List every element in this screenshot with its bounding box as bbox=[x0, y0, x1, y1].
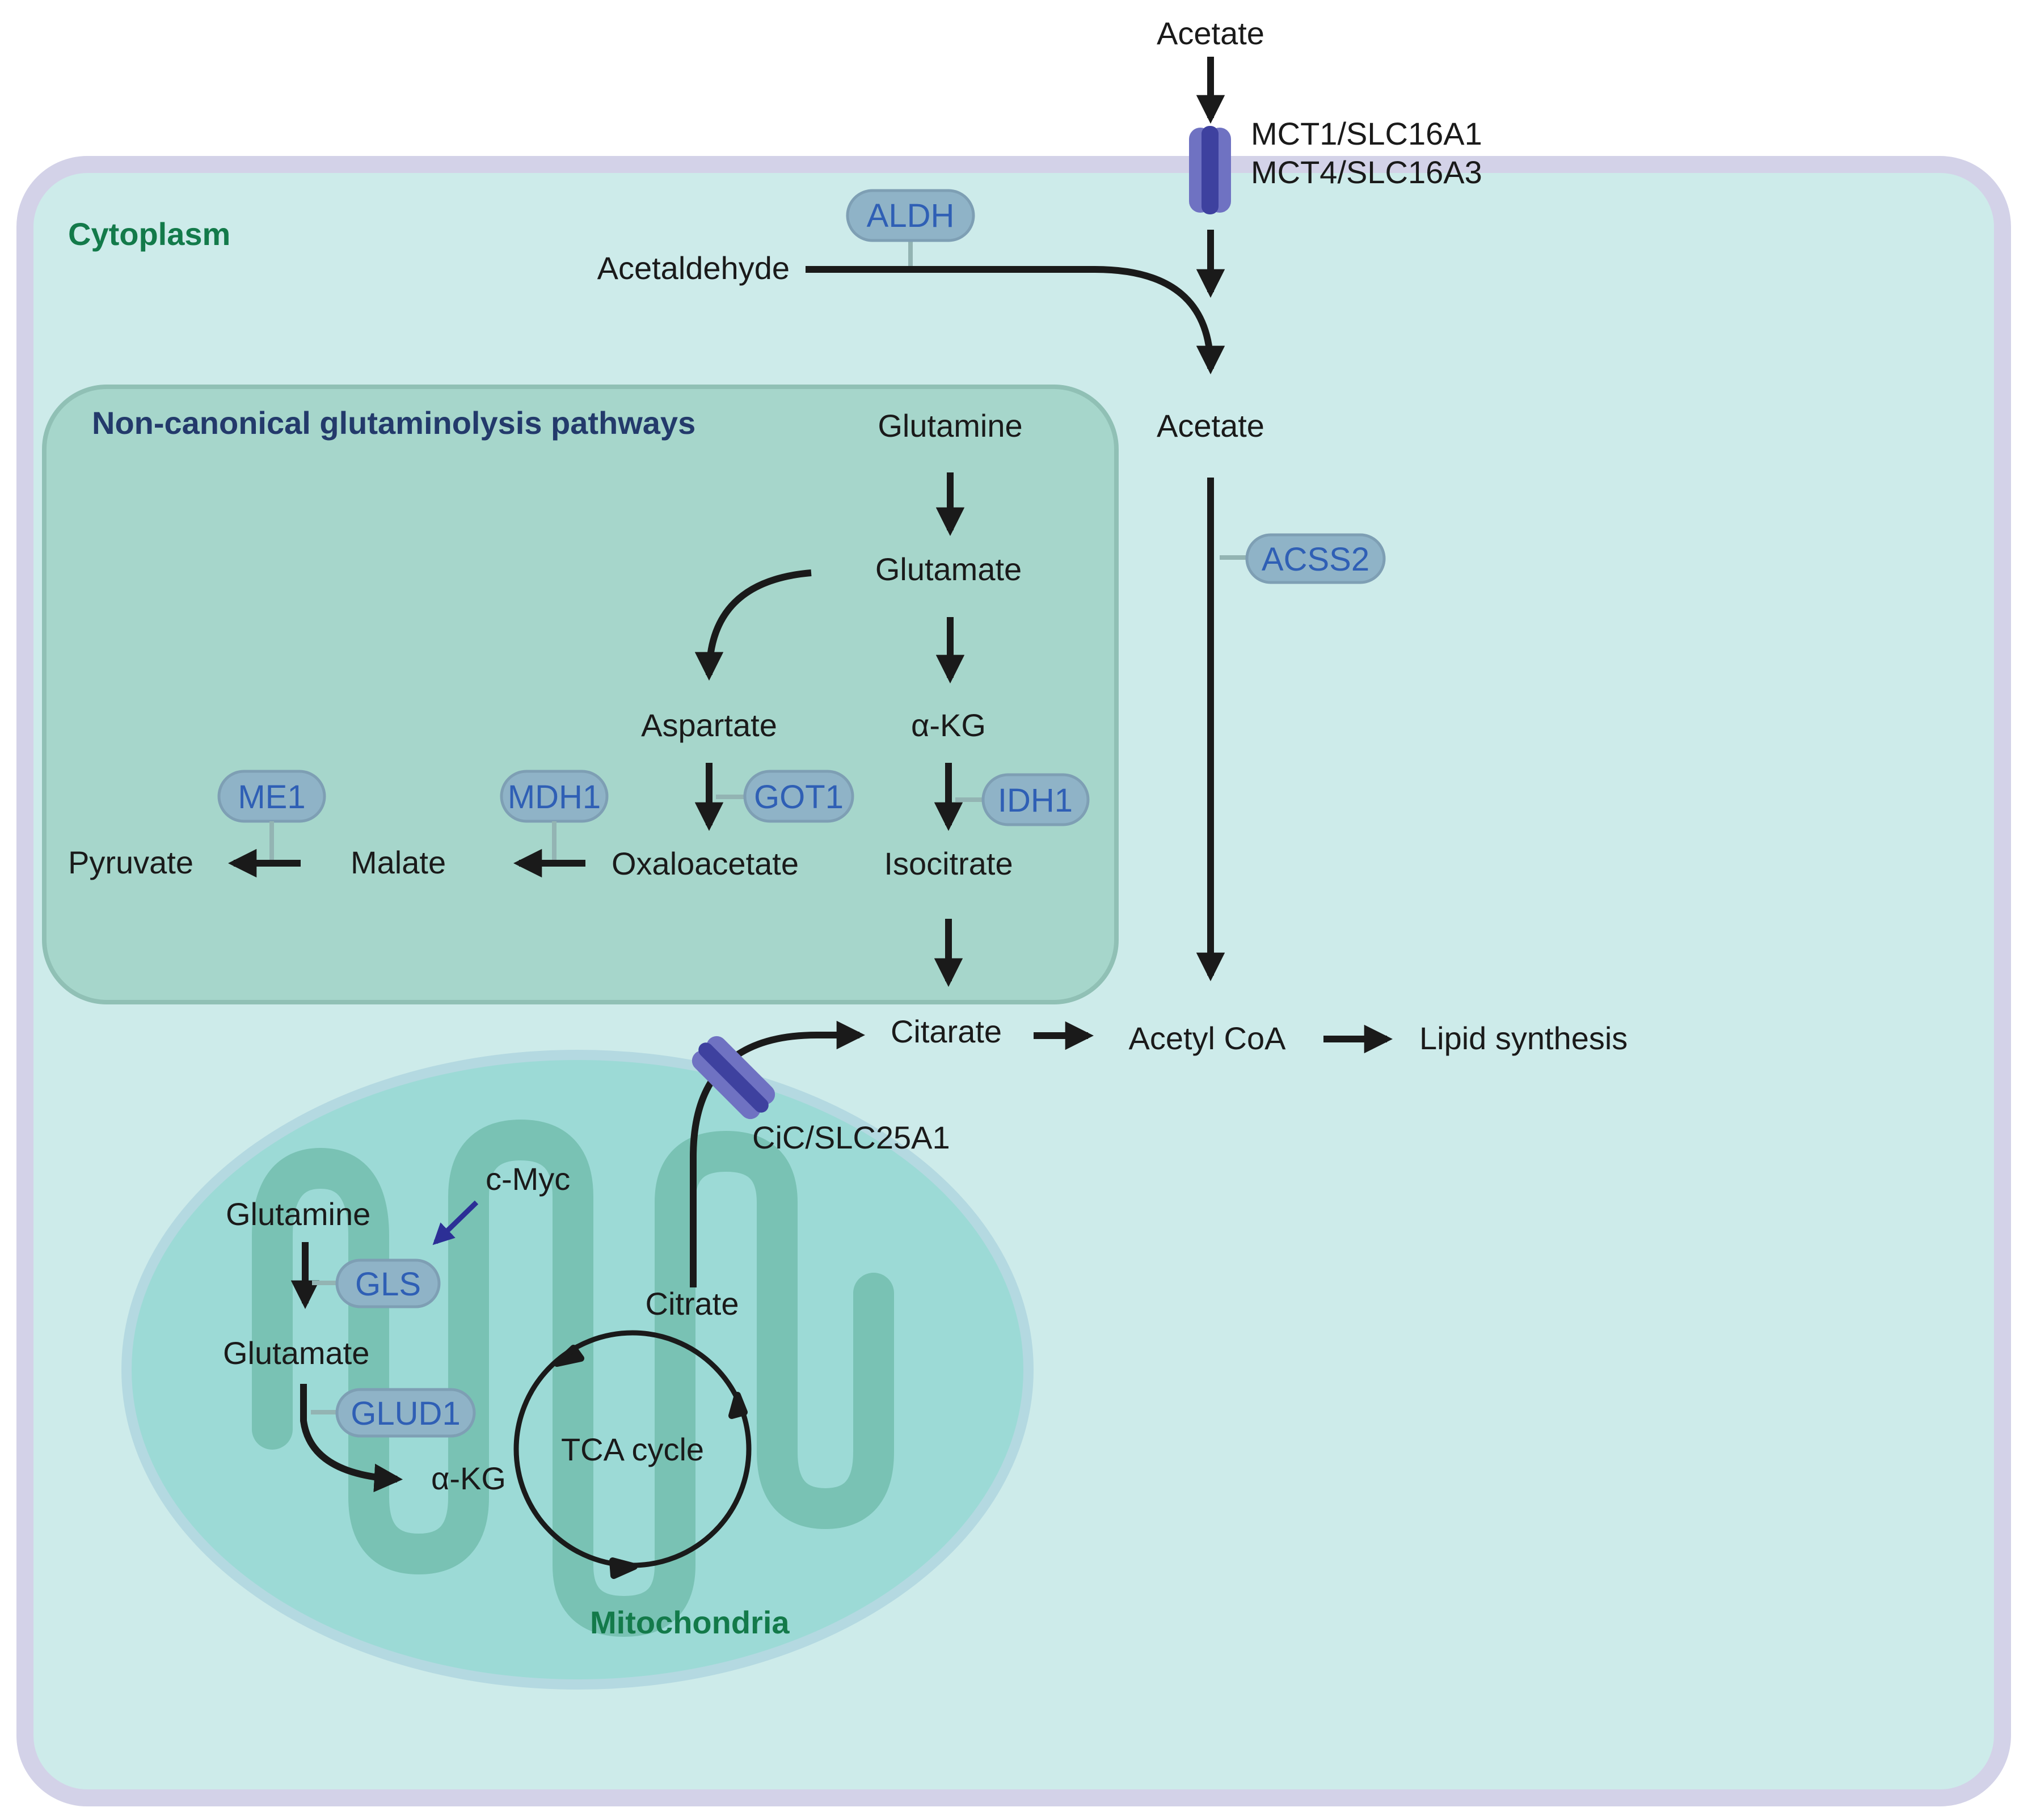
tca-arrowhead-bottom bbox=[609, 1557, 638, 1579]
oxaloacetate: Oxaloacetate bbox=[612, 846, 799, 881]
acss2-label: ACSS2 bbox=[1262, 541, 1369, 578]
glutamine-cytosol: Glutamine bbox=[878, 408, 1022, 444]
cmyc: c-Myc bbox=[486, 1161, 570, 1197]
tca-arrowhead-right bbox=[728, 1392, 748, 1419]
arrow-glutamate-to-akg-mito bbox=[300, 1384, 403, 1493]
glutamate-mito: Glutamate bbox=[223, 1335, 369, 1371]
got1-label: GOT1 bbox=[754, 779, 844, 816]
acetyl-coa: Acetyl CoA bbox=[1129, 1020, 1287, 1056]
pathway-box-title: Non-canonical glutaminolysis pathways bbox=[92, 405, 695, 441]
got1-enzyme bbox=[743, 770, 854, 823]
tca-arrowhead-top bbox=[554, 1345, 584, 1367]
cytoplasm-label: Cytoplasm bbox=[68, 216, 230, 252]
gls-enzyme bbox=[335, 1259, 441, 1308]
isocitrate: Isocitrate bbox=[884, 846, 1013, 881]
mdh1-label: MDH1 bbox=[508, 779, 601, 816]
acetate-cytosol: Acetate bbox=[1157, 408, 1264, 444]
mct-transporter bbox=[1189, 126, 1231, 214]
me1-label: ME1 bbox=[238, 779, 305, 816]
arrow-acetaldehyde-to-acetate bbox=[806, 266, 1225, 375]
akg-cytosol: α-KG bbox=[911, 707, 986, 743]
malate: Malate bbox=[351, 844, 446, 880]
acss2-enzyme bbox=[1245, 533, 1386, 584]
mct-label-2: MCT4/SLC16A3 bbox=[1251, 154, 1482, 190]
tca-cycle-label: TCA cycle bbox=[561, 1431, 704, 1467]
arrow-cmyc-to-gls bbox=[432, 1200, 479, 1245]
arrow-glutamate-to-aspartate bbox=[694, 569, 812, 681]
glutamine-mito: Glutamine bbox=[226, 1196, 370, 1232]
pyruvate: Pyruvate bbox=[68, 844, 193, 880]
mct-label-1: MCT1/SLC16A1 bbox=[1251, 116, 1482, 151]
gls-label: GLS bbox=[355, 1266, 421, 1303]
citrate-mito: Citrate bbox=[646, 1286, 739, 1321]
lipid-synthesis: Lipid synthesis bbox=[1419, 1020, 1628, 1056]
aldh-label: ALDH bbox=[867, 197, 955, 234]
idh1-enzyme bbox=[981, 773, 1090, 826]
acetate-extracellular: Acetate bbox=[1157, 15, 1264, 51]
cic-label: CiC/SLC25A1 bbox=[752, 1120, 950, 1155]
mitochondria-cristae bbox=[252, 1120, 894, 1637]
cic-transporter bbox=[692, 1036, 775, 1120]
pathway-box bbox=[42, 385, 1119, 1004]
mitochondria-label: Mitochondria bbox=[590, 1604, 790, 1640]
acetaldehyde: Acetaldehyde bbox=[597, 250, 790, 286]
aspartate: Aspartate bbox=[641, 707, 777, 743]
citarate: Citarate bbox=[891, 1014, 1002, 1049]
akg-mito: α-KG bbox=[431, 1460, 506, 1496]
glud1-enzyme bbox=[335, 1388, 476, 1438]
glud1-label: GLUD1 bbox=[351, 1395, 460, 1432]
idh1-label: IDH1 bbox=[998, 782, 1073, 819]
glutamate-cytosol: Glutamate bbox=[875, 551, 1022, 587]
aldh-enzyme bbox=[846, 189, 975, 242]
